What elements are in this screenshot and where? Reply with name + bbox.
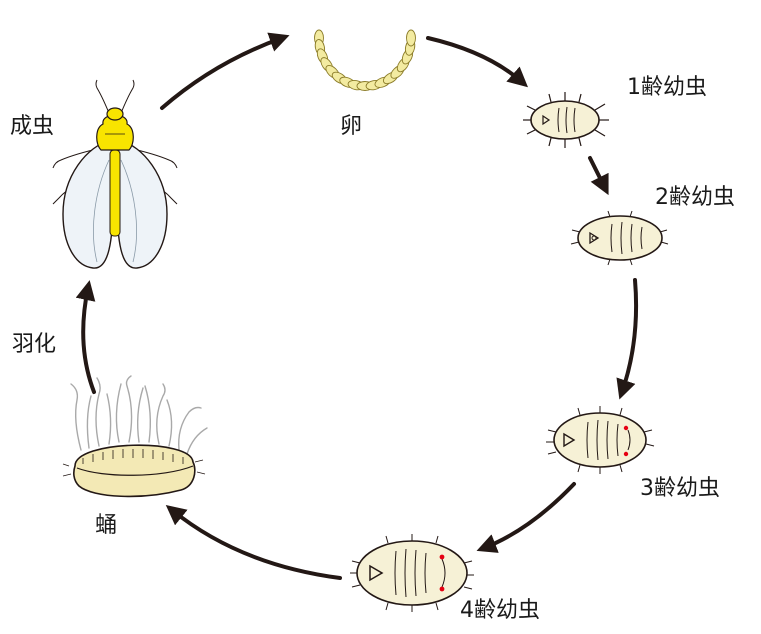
egg-chain-icon [314, 30, 416, 91]
arrow-instar2-to-instar3 [622, 280, 636, 392]
arrow-pupa-to-adult [83, 288, 94, 392]
adult-insect-icon [53, 80, 177, 268]
pupa-label: 蛹 [95, 515, 117, 537]
egg [407, 30, 416, 46]
arrow-egg-to-instar1 [428, 38, 522, 82]
arrow-instar1-to-instar2 [590, 158, 605, 188]
eclosion-label: 羽化 [12, 334, 56, 356]
left-wing [63, 140, 113, 268]
instar2-label: 2齢幼虫 [655, 187, 735, 209]
right-wing [117, 140, 167, 268]
instar1-label: 1齢幼虫 [627, 77, 707, 99]
instar4-label: 4齢幼虫 [460, 600, 540, 622]
arrow-adult-to-egg [162, 38, 282, 108]
instar3-label: 3齢幼虫 [640, 478, 720, 500]
egg-label: 卵 [340, 116, 362, 138]
larva-icon [523, 92, 609, 148]
arrow-instar3-to-instar4 [484, 484, 574, 548]
adult-label: 成虫 [10, 116, 54, 138]
larva-icon [546, 406, 654, 474]
larva-icon [350, 534, 474, 612]
arrow-instar4-to-pupa [172, 510, 340, 578]
larva-icon [571, 211, 668, 265]
pupa-icon [63, 376, 207, 496]
